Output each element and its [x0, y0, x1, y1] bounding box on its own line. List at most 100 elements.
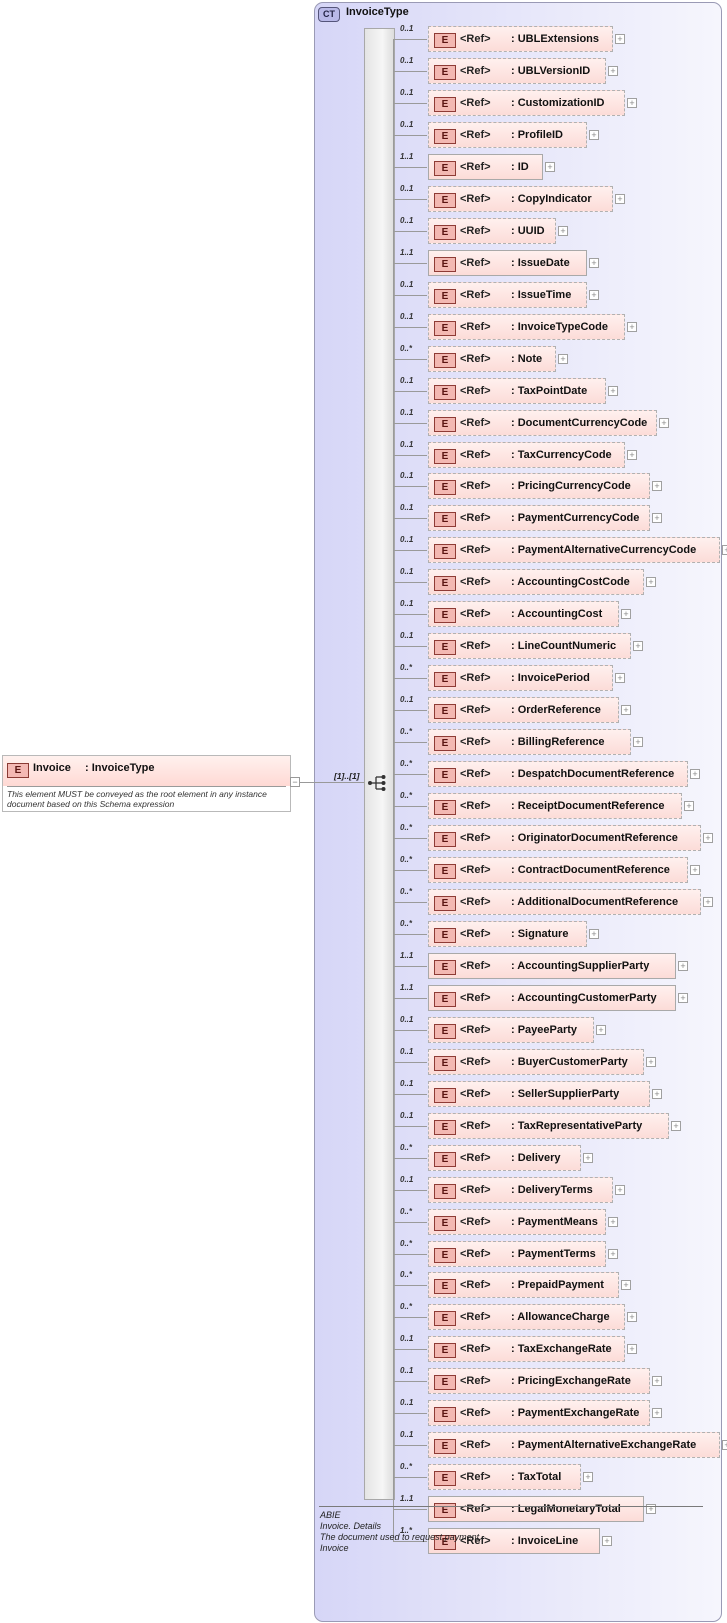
expand-icon[interactable]: + — [589, 928, 599, 939]
element-box[interactable]: E<Ref>: AllowanceCharge — [428, 1304, 625, 1331]
expand-icon[interactable]: + — [615, 193, 625, 204]
expand-icon[interactable]: + — [621, 1280, 631, 1291]
element-box[interactable]: E<Ref>: AdditionalDocumentReference — [428, 888, 701, 915]
expand-icon[interactable]: + — [615, 673, 625, 684]
element-box[interactable]: E<Ref>: Signature — [428, 920, 587, 947]
expand-icon[interactable]: + — [621, 609, 631, 620]
expand-icon[interactable]: + — [627, 449, 637, 460]
expand-icon[interactable]: + — [627, 321, 637, 332]
element-box[interactable]: E<Ref>: AccountingCost — [428, 601, 619, 628]
element-box[interactable]: E<Ref>: DocumentCurrencyCode — [428, 409, 657, 436]
element-box[interactable]: E<Ref>: CopyIndicator — [428, 185, 613, 212]
element-box[interactable]: E<Ref>: InvoicePeriod — [428, 665, 613, 692]
expand-icon[interactable]: + — [602, 1536, 612, 1547]
element-connector — [393, 1445, 427, 1447]
element-box[interactable]: E<Ref>: TaxExchangeRate — [428, 1336, 625, 1363]
expand-icon[interactable]: + — [652, 1408, 662, 1419]
element-box[interactable]: E<Ref>: Delivery — [428, 1144, 581, 1171]
expand-icon[interactable]: + — [608, 385, 618, 396]
element-box[interactable]: E<Ref>: PaymentAlternativeExchangeRate — [428, 1432, 720, 1459]
element-box[interactable]: E<Ref>: UBLExtensions — [428, 26, 613, 52]
expand-icon[interactable]: + — [703, 896, 713, 907]
expand-icon[interactable]: + — [627, 97, 637, 108]
element-box[interactable]: E<Ref>: CustomizationID — [428, 89, 625, 116]
expand-icon[interactable]: + — [633, 737, 643, 748]
element-box[interactable]: E<Ref>: PaymentTerms — [428, 1240, 606, 1267]
element-box[interactable]: E<Ref>: InvoiceLine — [428, 1528, 600, 1555]
collapse-toggle-icon[interactable]: − — [290, 777, 300, 787]
expand-icon[interactable]: + — [659, 417, 669, 428]
expand-icon[interactable]: + — [608, 1248, 618, 1259]
expand-icon[interactable]: + — [652, 1376, 662, 1387]
element-box[interactable]: E<Ref>: OrderReference — [428, 697, 619, 724]
element-box[interactable]: E<Ref>: ReceiptDocumentReference — [428, 793, 682, 819]
element-box[interactable]: E<Ref>: AccountingSupplierParty — [428, 952, 676, 979]
element-box[interactable]: E<Ref>: PrepaidPayment — [428, 1272, 619, 1299]
root-element-invoice[interactable]: E Invoice : InvoiceType This element MUS… — [2, 755, 291, 812]
expand-icon[interactable]: + — [589, 289, 599, 300]
element-box[interactable]: E<Ref>: SellerSupplierParty — [428, 1080, 650, 1107]
element-box[interactable]: E<Ref>: Note — [428, 345, 556, 372]
element-box[interactable]: E<Ref>: ProfileID — [428, 121, 587, 148]
expand-icon[interactable]: + — [633, 641, 643, 652]
expand-icon[interactable]: + — [678, 960, 688, 971]
expand-icon[interactable]: + — [646, 1056, 656, 1067]
element-box[interactable]: E<Ref>: IssueTime — [428, 281, 587, 308]
element-box[interactable]: E<Ref>: PaymentAlternativeCurrencyCode — [428, 537, 720, 564]
element-box[interactable]: E<Ref>: UUID — [428, 217, 556, 244]
element-box[interactable]: E<Ref>: AccountingCustomerParty — [428, 984, 676, 1011]
expand-icon[interactable]: + — [615, 1184, 625, 1195]
element-box[interactable]: E<Ref>: LineCountNumeric — [428, 633, 631, 660]
expand-icon[interactable]: + — [652, 481, 662, 492]
expand-icon[interactable]: + — [621, 705, 631, 716]
expand-icon[interactable]: + — [545, 161, 555, 172]
element-box[interactable]: E<Ref>: IssueDate — [428, 249, 587, 276]
element-box[interactable]: E<Ref>: PaymentExchangeRate — [428, 1400, 650, 1427]
element-name: : DeliveryTerms — [511, 1183, 593, 1196]
expand-icon[interactable]: + — [627, 1312, 637, 1323]
element-box[interactable]: E<Ref>: PricingExchangeRate — [428, 1368, 650, 1395]
element-box[interactable]: E<Ref>: TaxCurrencyCode — [428, 441, 625, 468]
expand-icon[interactable]: + — [652, 1088, 662, 1099]
expand-icon[interactable]: + — [558, 353, 568, 364]
expand-icon[interactable]: + — [690, 865, 700, 875]
expand-icon[interactable]: + — [671, 1120, 681, 1131]
expand-icon[interactable]: + — [615, 34, 625, 44]
element-box[interactable]: E<Ref>: DeliveryTerms — [428, 1176, 613, 1203]
expand-icon[interactable]: + — [608, 1216, 618, 1227]
element-box[interactable]: E<Ref>: AccountingCostCode — [428, 569, 644, 596]
expand-icon[interactable]: + — [646, 1504, 656, 1515]
expand-icon[interactable]: + — [678, 992, 688, 1003]
expand-icon[interactable]: + — [589, 257, 599, 268]
element-box[interactable]: E<Ref>: BillingReference — [428, 729, 631, 756]
expand-icon[interactable]: + — [722, 1440, 727, 1451]
element-box[interactable]: E<Ref>: UBLVersionID — [428, 58, 606, 84]
expand-icon[interactable]: + — [608, 66, 618, 76]
expand-icon[interactable]: + — [703, 833, 713, 843]
element-box[interactable]: E<Ref>: PricingCurrencyCode — [428, 473, 650, 500]
element-box[interactable]: E<Ref>: BuyerCustomerParty — [428, 1048, 644, 1075]
expand-icon[interactable]: + — [589, 129, 599, 140]
element-box[interactable]: E<Ref>: OriginatorDocumentReference — [428, 825, 701, 851]
expand-icon[interactable]: + — [558, 225, 568, 236]
element-box[interactable]: E<Ref>: ContractDocumentReference — [428, 857, 688, 883]
expand-icon[interactable]: + — [690, 769, 700, 780]
element-box[interactable]: E<Ref>: TaxTotal — [428, 1464, 581, 1491]
expand-icon[interactable]: + — [583, 1472, 593, 1483]
expand-icon[interactable]: + — [596, 1024, 606, 1035]
expand-icon[interactable]: + — [652, 513, 662, 524]
expand-icon[interactable]: + — [684, 801, 694, 811]
element-box[interactable]: E<Ref>: PaymentMeans — [428, 1208, 606, 1235]
element-box[interactable]: E<Ref>: TaxRepresentativeParty — [428, 1112, 669, 1139]
expand-icon[interactable]: + — [583, 1152, 593, 1163]
element-box[interactable]: E<Ref>: InvoiceTypeCode — [428, 313, 625, 340]
element-box[interactable]: E<Ref>: ID — [428, 153, 543, 180]
element-box[interactable]: E<Ref>: DespatchDocumentReference — [428, 761, 688, 788]
element-box[interactable]: E<Ref>: PaymentCurrencyCode — [428, 505, 650, 532]
expand-icon[interactable]: + — [627, 1344, 637, 1355]
expand-icon[interactable]: + — [646, 577, 656, 588]
ref-label: <Ref> — [460, 224, 491, 237]
element-box[interactable]: E<Ref>: TaxPointDate — [428, 377, 606, 404]
element-box[interactable]: E<Ref>: PayeeParty — [428, 1016, 594, 1043]
expand-icon[interactable]: + — [722, 545, 727, 556]
